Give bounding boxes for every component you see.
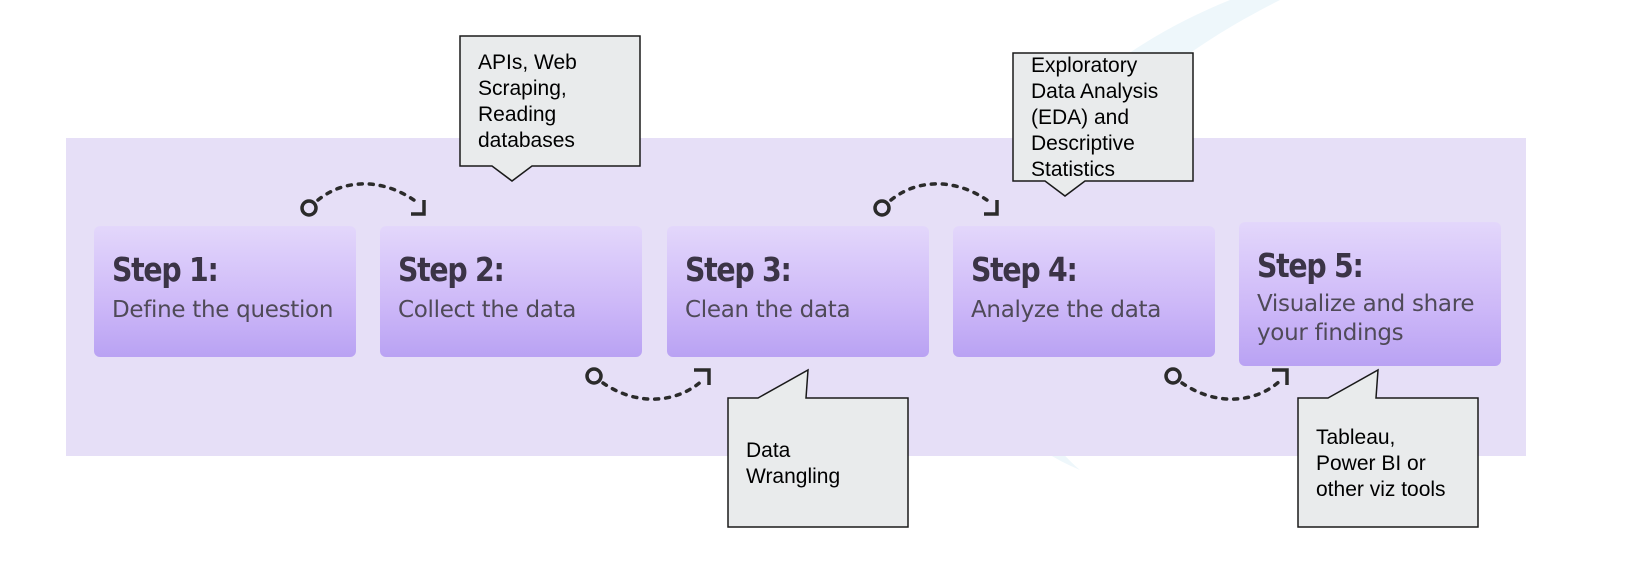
step-card-5: Step 5: Visualize and share your finding…: [1239, 222, 1501, 366]
dotted-curved-arrow-icon: [300, 182, 426, 217]
step-title: Step 2:: [398, 250, 505, 289]
step-title: Step 4:: [971, 250, 1078, 289]
step-title: Step 3:: [685, 250, 792, 289]
callout-collect-text: APIs, Web Scraping, Reading databases: [478, 51, 577, 152]
step-description: Clean the data: [685, 297, 851, 323]
step-description: Analyze the data: [971, 297, 1162, 323]
callout-collect-box: [459, 35, 641, 182]
step-title: Step 1:: [112, 250, 219, 289]
dotted-curved-arrow-icon: [1164, 367, 1289, 401]
step-description: Collect the data: [398, 297, 577, 323]
step-title: Step 5:: [1257, 246, 1364, 285]
step-card-2: Step 2: Collect the data: [380, 226, 642, 357]
step-description: Visualize and share your findings: [1257, 291, 1475, 346]
step-card-3: Step 3: Clean the data: [667, 226, 929, 357]
callout-visualize-box: [1297, 368, 1479, 528]
callout-clean-text: Data Wrangling: [746, 439, 841, 488]
step-card-1: Step 1: Define the question: [94, 226, 356, 357]
callout-analyze-text: Exploratory Data Analysis (EDA) and Desc…: [1031, 54, 1159, 181]
callout-analyze-box: [1012, 52, 1194, 197]
step-card-4: Step 4: Analyze the data: [953, 226, 1215, 357]
callout-visualize-text: Tableau, Power BI or other viz tools: [1316, 426, 1446, 501]
dotted-curved-arrow-icon: [585, 367, 711, 401]
callout-clean-box: [727, 368, 909, 528]
dotted-curved-arrow-icon: [873, 182, 999, 217]
step-description: Define the question: [112, 297, 334, 323]
